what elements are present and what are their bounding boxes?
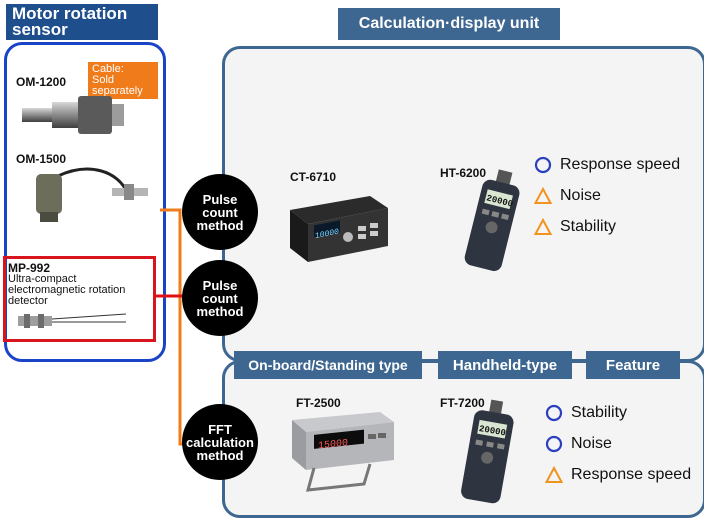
mp992-label: MP-992 [8,261,51,275]
pulse-count-method-circle-2: Pulse count method [182,260,258,336]
fair-triangle-icon [534,218,552,235]
fair-triangle-icon [545,466,563,483]
ft2500-label: FT-2500 [296,396,341,410]
ft7200-display-readout: 20000 [478,424,506,439]
feature-stability-top: Stability [534,216,680,238]
feature-noise-top: Noise [534,185,680,207]
ft7200-label: FT-7200 [440,396,485,410]
ct6710-device-image: 10000 [290,196,388,262]
ft2500-display-readout: 15000 [318,438,348,452]
feature-stability-bottom: Stability [545,402,691,424]
om1500-sensor-image [36,167,148,222]
fft-method-circle: FFT calculation method [182,404,258,480]
ft7200-device-image: 20000 [461,399,514,504]
mp992-highlight-box [3,256,156,342]
om1200-label: OM-1200 [16,75,67,89]
mp992-description: Ultra-compact electromagnetic rotation d… [8,273,126,307]
ht6200-device-image: 20000 [464,169,520,271]
mp992-sensor-image [18,313,127,328]
ft2500-device-image: 15000 [292,412,394,492]
orange-connector-line [160,208,200,446]
om1200-sensor-image [22,96,124,134]
good-circle-icon [545,404,563,422]
good-circle-icon [545,435,563,453]
calc-title: Calculation·display unit [338,8,560,40]
ht6200-label: HT-6200 [440,166,487,180]
good-circle-icon [534,156,552,174]
fair-triangle-icon [534,187,552,204]
top-device-panel [222,46,704,362]
feature-response-speed-bottom: Response speed [545,464,691,486]
top-feature-list: Response speed Noise Stability [534,154,680,238]
header-feature: Feature [586,351,680,379]
ct6710-label: CT-6710 [290,170,337,184]
cable-tag: Cable: Sold separately [88,62,158,99]
feature-noise-bottom: Noise [545,433,691,455]
om1500-label: OM-1500 [16,152,67,166]
bottom-feature-list: Stability Noise Response speed [545,402,691,486]
sensor-title: Motor rotation sensor [6,4,158,40]
header-handheld: Handheld-type [438,351,572,379]
header-onboard: On-board/Standing type [234,351,422,379]
feature-response-speed-top: Response speed [534,154,680,176]
pulse-count-method-circle-1: Pulse count method [182,174,258,250]
